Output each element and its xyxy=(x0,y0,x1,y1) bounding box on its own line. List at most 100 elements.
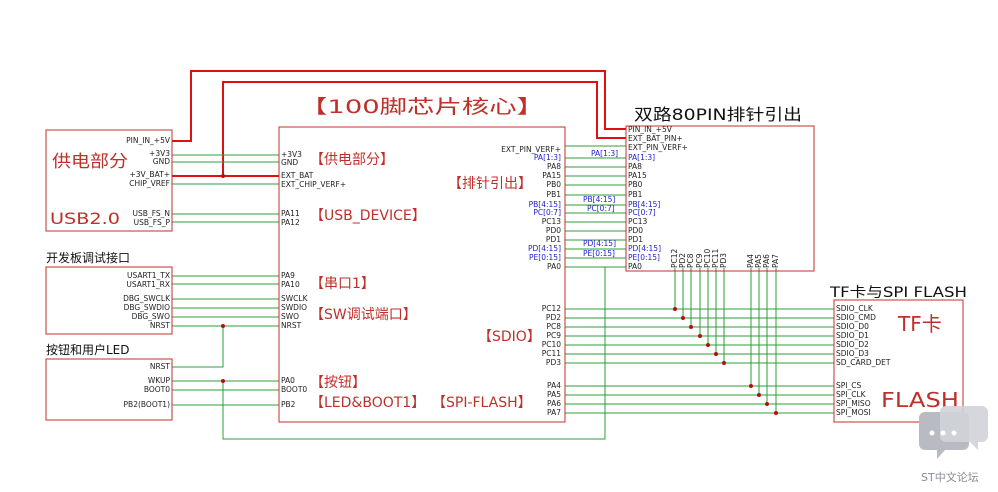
core-left-pin: BOOT0 xyxy=(281,385,307,394)
header-vertical-pin: PC10 xyxy=(703,248,712,268)
core-label-pinout: 【排针引出】 xyxy=(448,176,532,192)
junction-dot xyxy=(689,325,693,329)
header-vertical-pin: PD2 xyxy=(678,253,687,268)
core-right-pin: EXT_PIN_VERF+ xyxy=(501,145,561,154)
junction-dot xyxy=(673,307,677,311)
signal-wires xyxy=(172,145,834,440)
core-left-pin: PA0 xyxy=(281,376,295,385)
junction-dot xyxy=(221,379,225,383)
tf-pin: SDIO_CMD xyxy=(836,313,876,322)
button-pin: PB2(BOOT1) xyxy=(124,400,171,409)
power-pin: +3V_BAT+ xyxy=(130,170,171,179)
core-right-pin: PE[0:15] xyxy=(529,253,561,262)
core-right-pin: PB1 xyxy=(547,190,562,199)
core-label-led: 【LED&BOOT1】 xyxy=(310,395,425,411)
tf-pin: SDIO_D0 xyxy=(836,322,869,331)
core-left-pin: SWDIO xyxy=(281,303,307,312)
core-right-pin: PB[4:15] xyxy=(529,200,561,209)
core-right-pin: PD[4:15] xyxy=(528,244,561,253)
power-block-title: 供电部分 xyxy=(52,152,128,172)
header-vertical-pin: PA7 xyxy=(771,254,780,268)
junction-dot xyxy=(714,352,718,356)
core-left-pin: PA9 xyxy=(281,271,295,280)
junction-dot xyxy=(706,343,710,347)
core-label-sw: 【SW调试端口】 xyxy=(310,307,417,323)
header-vertical-pin: PC12 xyxy=(670,248,679,268)
core-right-pin: PA0 xyxy=(547,262,561,271)
core-left-pin: PB2 xyxy=(281,400,296,409)
tf-pin: SDIO_D2 xyxy=(836,340,869,349)
core-label-uart: 【串口1】 xyxy=(310,276,375,292)
core-right-pin: PD2 xyxy=(546,313,561,322)
core-left-pin: PA11 xyxy=(281,209,300,218)
tf-pin: SPI_MISO xyxy=(836,399,871,408)
page-title: 【100脚芯片核心】 xyxy=(300,96,544,118)
header-pin: PA8 xyxy=(628,162,642,171)
core-right-pin: PA6 xyxy=(547,399,561,408)
core-right-pin: PD0 xyxy=(546,226,561,235)
core-right-pin: PC8 xyxy=(546,322,561,331)
core-right-pin: PD3 xyxy=(546,358,561,367)
header-vertical-pin: PC11 xyxy=(711,248,720,268)
power-block-box xyxy=(45,129,173,232)
power-pin: USB_FS_N xyxy=(133,209,170,218)
junction-dot xyxy=(765,402,769,406)
tf-pin: SPI_CS xyxy=(836,381,861,390)
core-right-pin: PC9 xyxy=(546,331,561,340)
power-pin: CHIP_VREF xyxy=(129,179,170,188)
core-right-pin: PA5 xyxy=(547,390,561,399)
debug-block-title: 开发板调试接口 xyxy=(46,250,130,265)
ext-bat-pin-wire xyxy=(222,81,626,176)
core-left-pin: SWCLK xyxy=(281,294,309,303)
core-right-pin: PA8 xyxy=(547,162,561,171)
core-label-power: 【供电部分】 xyxy=(310,152,394,168)
power-wires xyxy=(172,70,626,177)
header-block-title: 双路80PIN排针引出 xyxy=(634,105,802,124)
core-left-pin: GND xyxy=(281,158,298,167)
junction-dot xyxy=(722,361,726,365)
usb-label: USB2.0 xyxy=(50,209,120,228)
watermark-text: ST中文论坛 xyxy=(921,470,979,484)
header-block-box xyxy=(625,125,815,272)
core-left-pin: NRST xyxy=(281,321,302,330)
button-pin: BOOT0 xyxy=(144,385,170,394)
header-pin: PD0 xyxy=(628,226,643,235)
wire-label-pb: PB[4:15] xyxy=(583,195,615,204)
header-vertical-pin: PC9 xyxy=(695,253,704,268)
header-vertical-pin: PD3 xyxy=(719,253,728,268)
header-pin: PB[4:15] xyxy=(628,200,660,209)
header-vertical-pin: PA4 xyxy=(746,254,755,268)
header-pin: PD[4:15] xyxy=(628,244,661,253)
core-right-pin: PA[1:3] xyxy=(534,153,561,162)
junction-dots xyxy=(221,174,778,415)
tf-card-label: TF卡 xyxy=(897,312,942,336)
header-pin: PA15 xyxy=(628,171,647,180)
core-right-pin: PC10 xyxy=(542,340,562,349)
wire-label-pd: PD[4:15] xyxy=(583,239,616,248)
button-block-box xyxy=(45,358,173,421)
header-vertical-pin: PC8 xyxy=(686,253,695,268)
header-pin: PIN_IN_+5V xyxy=(628,125,673,134)
core-left-pin: EXT_CHIP_VERF+ xyxy=(281,180,346,189)
pin-in-5v-wire xyxy=(172,70,626,142)
header-pin: PC13 xyxy=(628,217,648,226)
header-vertical-pin: PA5 xyxy=(754,254,763,268)
header-pin: EXT_PIN_VERF+ xyxy=(628,143,688,152)
core-label-button: 【按钮】 xyxy=(310,375,366,391)
core-left-pin: PA12 xyxy=(281,218,300,227)
junction-dot xyxy=(749,384,753,388)
tf-pin: SD_CARD_DET xyxy=(836,358,891,367)
junction-dot xyxy=(698,334,702,338)
junction-dot xyxy=(221,324,225,328)
junction-dot xyxy=(221,174,225,178)
chat-bubble-icon xyxy=(919,406,988,459)
header-pin: PB0 xyxy=(628,180,643,189)
core-chip-box xyxy=(278,126,566,423)
wire-label-pe: PE[0:15] xyxy=(583,249,615,258)
header-pin: EXT_BAT_PIN+ xyxy=(628,134,683,143)
header-pin: PE[0:15] xyxy=(628,253,660,262)
power-pin: GND xyxy=(153,157,170,166)
tf-pin: SPI_CLK xyxy=(836,390,867,399)
core-left-pin: +3V3 xyxy=(281,150,302,159)
